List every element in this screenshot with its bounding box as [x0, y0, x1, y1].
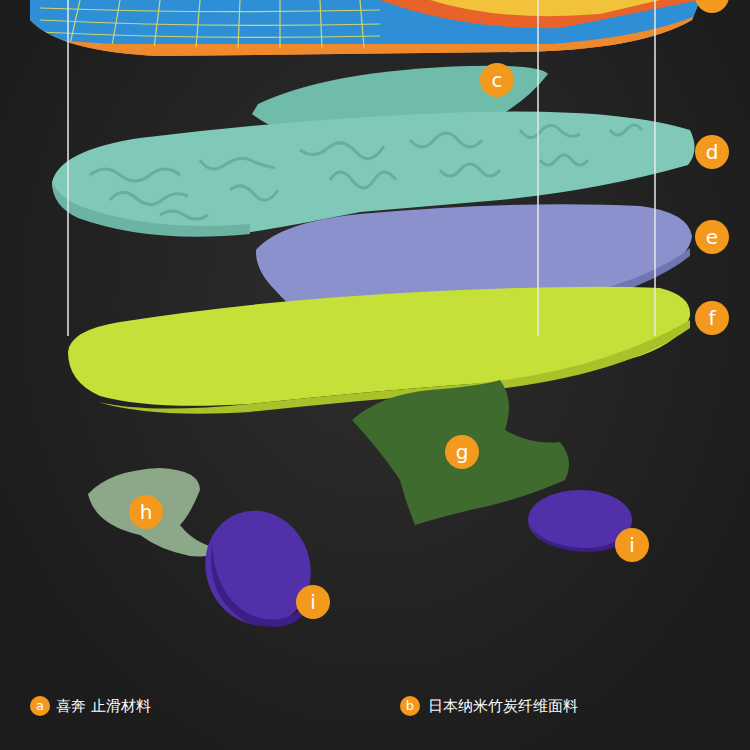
callout-letter: d — [706, 135, 719, 169]
callout-letter: c — [492, 63, 503, 97]
layer-g — [352, 380, 569, 525]
callout-letter: i — [629, 528, 635, 562]
callout-circle: i — [615, 528, 649, 562]
callout-circle: a — [30, 696, 50, 716]
callout-circle: g — [445, 435, 479, 469]
callout-circle: e — [695, 220, 729, 254]
callout-letter: i — [310, 585, 316, 619]
legend-item: 喜奔 止滑材料 — [56, 696, 151, 716]
top-layer — [30, 0, 700, 60]
legend-text: 喜奔 止滑材料 — [56, 697, 151, 715]
guide-lines — [68, 0, 655, 336]
callout-letter: e — [706, 220, 718, 254]
layer-f — [68, 287, 690, 414]
callout-letter: g — [456, 435, 469, 469]
callout-circle-partial — [695, 0, 729, 13]
pad-i — [189, 496, 326, 641]
layer-h — [88, 468, 225, 556]
callout-circle: d — [695, 135, 729, 169]
pad-i-edge — [211, 545, 306, 627]
callout-circle: f — [695, 301, 729, 335]
callout-letter: f — [708, 301, 715, 335]
callout-circle: b — [400, 696, 420, 716]
callout-circle: c — [480, 63, 514, 97]
callout-letter: a — [36, 696, 44, 716]
legend-item: 日本纳米竹炭纤维面料 — [428, 696, 578, 716]
callout-letter: b — [406, 696, 414, 716]
callout-letter: h — [140, 495, 153, 529]
callout-circle: h — [129, 495, 163, 529]
legend-text: 日本纳米竹炭纤维面料 — [428, 697, 578, 715]
callout-circle: i — [296, 585, 330, 619]
